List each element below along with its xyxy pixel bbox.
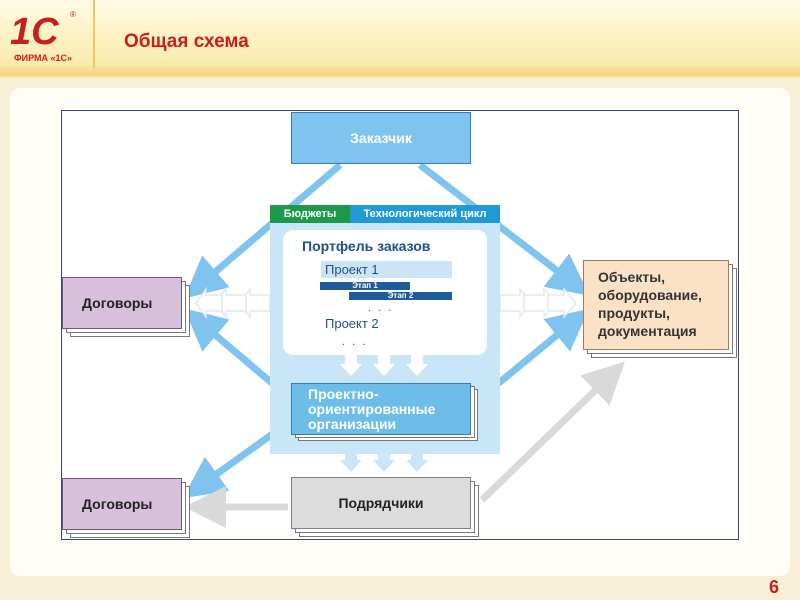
slide-header [0,0,800,78]
stage-2: Этап 2 [349,292,452,300]
page-number: 6 [768,577,779,597]
objects-box: Объекты, оборудование, продукты, докумен… [583,260,729,350]
logo-1c-text: 1С [10,11,59,53]
contracts-top-box: Договоры [62,277,182,329]
page-title: Общая схема [124,31,249,52]
logo-1c: 1С ® ФИРМА «1С» [10,10,76,63]
ellipsis-stages: . . . [368,302,394,314]
contracts-bottom-box: Договоры [62,478,182,530]
orgs-box: Проектно- ориентированные организации [291,383,471,435]
logo-caption: ФИРМА «1С» [14,53,72,63]
logo-divider [93,0,95,68]
orgs-line-3: организации [308,415,397,432]
svg-text:®: ® [70,10,76,19]
hollow-arrows-right [499,286,577,320]
orgs-line-2: ориентированные [308,400,436,417]
portfolio-title: Портфель заказов [302,238,431,254]
orgs-line-1: Проектно- [308,385,379,402]
project-1: Проект 1 [321,261,452,278]
project-2: Проект 2 [325,316,379,331]
customer-box: Заказчик [291,112,471,164]
stage-1: Этап 1 [320,282,410,290]
ellipsis-projects: . . . [342,336,368,348]
contractors-box: Подрядчики [291,477,471,529]
arrow-contractors-objects [479,361,626,503]
header-stripe [0,66,800,76]
objects-line-4: документация [598,323,697,339]
tab-tech-cycle: Технологический цикл [350,205,500,223]
objects-line-3: продукты, [598,305,670,321]
hollow-arrows-left [195,286,271,320]
tab-budgets: Бюджеты [270,205,350,223]
objects-line-1: Объекты, [598,269,666,285]
objects-line-2: оборудование, [598,287,702,303]
